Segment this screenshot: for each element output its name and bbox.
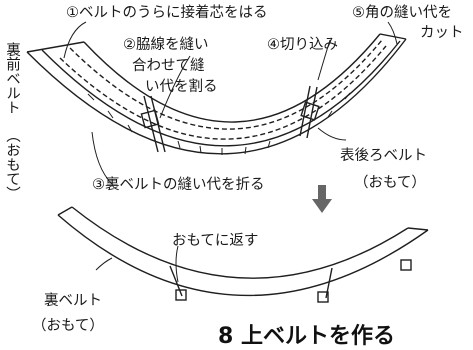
side-seam-left	[143, 95, 159, 153]
label-step2-line1: ②脇線を縫い	[123, 37, 209, 53]
belt-construction-illustration	[26, 21, 429, 303]
lower-belt-right-end	[407, 227, 429, 231]
diagram-canvas: ①ベルトのうらに接着芯をはる ②脇線を縫い 合わせて縫 い代を割る ④切り込み …	[4, 5, 464, 349]
label-step4: ④切り込み	[267, 37, 338, 53]
lower-belt-seam-left	[169, 265, 183, 297]
upper-belt-figure	[26, 21, 407, 185]
lower-belt-left-end	[57, 206, 73, 216]
seam-allowance-right	[300, 101, 320, 121]
upper-belt-right-end	[379, 33, 407, 40]
label-step5-line1: ⑤角の縫い代を	[352, 5, 452, 21]
lower-belt-figure	[57, 206, 429, 303]
upper-belt-seam-dashed-2	[69, 39, 383, 130]
label-step1: ①ベルトのうらに接着芯をはる	[66, 5, 268, 21]
label-inner-belt-line1: 裏ベルト	[44, 293, 102, 309]
upper-belt-inner-edge	[83, 33, 381, 123]
label-step3: ③裏ベルトの縫い代を折る	[92, 177, 265, 193]
label-step2-line2: 合わせて縫	[132, 58, 205, 74]
notch-marks	[87, 92, 351, 155]
lower-belt-outer-edge	[57, 214, 429, 297]
label-turn-right-side-out: おもてに返す	[172, 233, 259, 249]
lower-belt-tab-right	[317, 291, 329, 303]
upper-belt-fold-line	[41, 40, 401, 147]
label-step5-line2: カット	[420, 25, 464, 41]
upper-belt-outer-edge	[26, 38, 407, 155]
leader-inner-belt	[95, 257, 113, 271]
label-front-back-belt-line2: （おもて）	[4, 128, 20, 201]
seam-allowance-left	[140, 109, 160, 129]
leader-lines	[63, 21, 398, 185]
upper-belt-left-end	[26, 41, 85, 53]
lower-belt-seam-right	[325, 267, 333, 299]
label-outer-back-belt-line1: 表後ろベルト	[340, 148, 427, 164]
leader-turn	[175, 245, 179, 283]
down-arrow	[312, 185, 332, 213]
label-front-back-belt-line1: 裏前ベルト	[4, 42, 20, 115]
side-seam-right-b	[306, 86, 318, 139]
upper-belt-seam-dashed	[59, 45, 387, 140]
lower-belt-tab-left	[175, 289, 187, 301]
lower-belt-tab-end	[400, 259, 412, 271]
section-heading: 8 上ベルトを作る	[218, 324, 395, 349]
label-outer-back-belt-line2: （おもて）	[354, 175, 426, 191]
lower-belt-inner-edge	[71, 206, 409, 279]
label-step2-line3: い代を割る	[145, 79, 218, 95]
side-seam-right	[299, 85, 311, 137]
label-inner-belt-line2: （おもて）	[32, 318, 104, 334]
